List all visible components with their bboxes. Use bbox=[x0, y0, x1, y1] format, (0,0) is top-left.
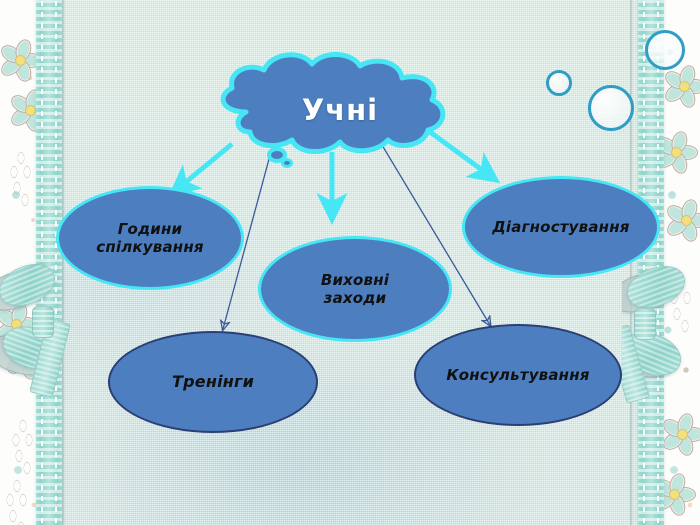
flower-icon bbox=[652, 128, 698, 176]
flower-icon bbox=[650, 470, 696, 518]
bubble-medium-icon bbox=[645, 30, 685, 70]
bubble-large-icon bbox=[588, 85, 634, 131]
center-cloud-label-wrap: Учні bbox=[240, 82, 440, 138]
flower-icon bbox=[662, 196, 700, 244]
sprig-icon bbox=[8, 150, 34, 208]
arrow-to-konsultuvannia bbox=[378, 139, 490, 325]
arrow-to-diagnostuvannia bbox=[428, 129, 501, 184]
border-edge-line bbox=[62, 0, 65, 525]
center-cloud-label: Учні bbox=[301, 93, 379, 127]
node-diagnostuvannia[interactable]: Діагностування bbox=[462, 176, 660, 278]
left-ribbon bbox=[36, 0, 62, 525]
arrow-to-hodyny bbox=[168, 142, 234, 197]
arrow-to-treningy bbox=[223, 147, 273, 329]
right-decorative-border bbox=[622, 0, 700, 525]
flower-icon bbox=[660, 62, 700, 110]
left-decorative-border bbox=[0, 0, 72, 525]
left-ribbon-bow bbox=[0, 256, 72, 412]
bubble-small-icon bbox=[546, 70, 572, 96]
right-ribbon bbox=[638, 0, 664, 525]
right-ribbon-bow bbox=[622, 258, 700, 416]
flower-icon bbox=[658, 410, 700, 458]
sprig-icon bbox=[4, 478, 30, 525]
node-vykhovni-zakhody[interactable]: Виховні заходи bbox=[258, 236, 452, 342]
sprig-icon bbox=[10, 418, 36, 476]
